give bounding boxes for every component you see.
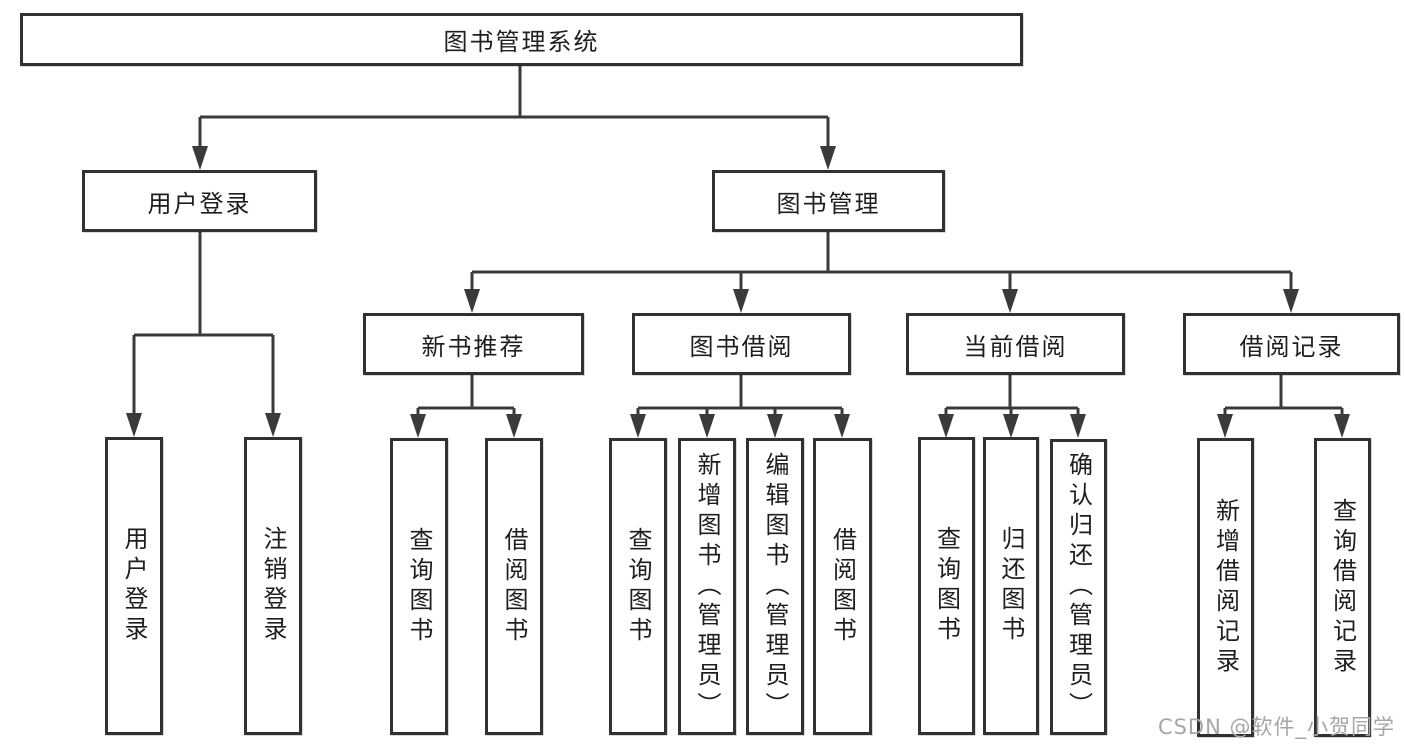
leaf-add-book-admin: 新增图书（管理员） (678, 438, 736, 735)
leaf-query-books-borrow: 查询图书 (609, 438, 667, 735)
leaf-return-books: 归还图书 (983, 437, 1039, 735)
leaf-label: 归还图书 (997, 526, 1025, 646)
leaf-logout: 注销登录 (244, 437, 302, 735)
node-label: 新书推荐 (421, 332, 526, 361)
node-borrow-records: 借阅记录 (1183, 313, 1400, 375)
node-label: 用户登录 (147, 189, 252, 218)
leaf-label: 编辑图书（管理员） (761, 451, 789, 722)
node-label: 借阅记录 (1239, 332, 1344, 361)
node-label: 图书借阅 (689, 332, 794, 361)
node-book-management: 图书管理 (712, 170, 945, 232)
leaf-query-books-recommend: 查询图书 (390, 438, 448, 735)
leaf-query-borrow-record: 查询借阅记录 (1314, 438, 1371, 737)
leaf-add-borrow-record: 新增借阅记录 (1197, 438, 1254, 737)
leaf-confirm-return-admin: 确认归还（管理员） (1050, 439, 1107, 735)
leaf-label: 借阅图书 (500, 526, 528, 647)
leaf-label: 查询借阅记录 (1328, 497, 1357, 678)
node-current-borrow: 当前借阅 (906, 313, 1125, 375)
leaf-edit-book-admin: 编辑图书（管理员） (746, 438, 804, 735)
leaf-label: 查询图书 (405, 526, 433, 647)
node-user-login: 用户登录 (82, 170, 317, 232)
csdn-watermark: CSDN @软件_小贺同学 (1157, 715, 1395, 739)
leaf-user-login: 用户登录 (105, 437, 163, 735)
leaf-borrow-books: 借阅图书 (813, 438, 872, 735)
leaf-label: 新增图书（管理员） (693, 451, 721, 722)
leaf-label: 注销登录 (259, 526, 287, 646)
leaf-label: 查询图书 (624, 526, 652, 647)
leaf-label: 查询图书 (932, 526, 961, 646)
leaf-query-books-current: 查询图书 (918, 437, 975, 735)
leaf-borrow-books-recommend: 借阅图书 (485, 438, 543, 735)
node-book-borrow: 图书借阅 (632, 313, 851, 375)
node-label: 图书管理 (776, 189, 881, 218)
node-label: 当前借阅 (963, 332, 1068, 361)
leaf-label: 确认归还（管理员） (1064, 452, 1093, 722)
leaf-label: 借阅图书 (828, 526, 857, 647)
node-library-management-system: 图书管理系统 (20, 13, 1023, 66)
node-new-book-recommend: 新书推荐 (363, 313, 584, 375)
leaf-label: 新增借阅记录 (1211, 497, 1240, 678)
node-label: 图书管理系统 (443, 28, 600, 56)
leaf-label: 用户登录 (120, 526, 148, 646)
